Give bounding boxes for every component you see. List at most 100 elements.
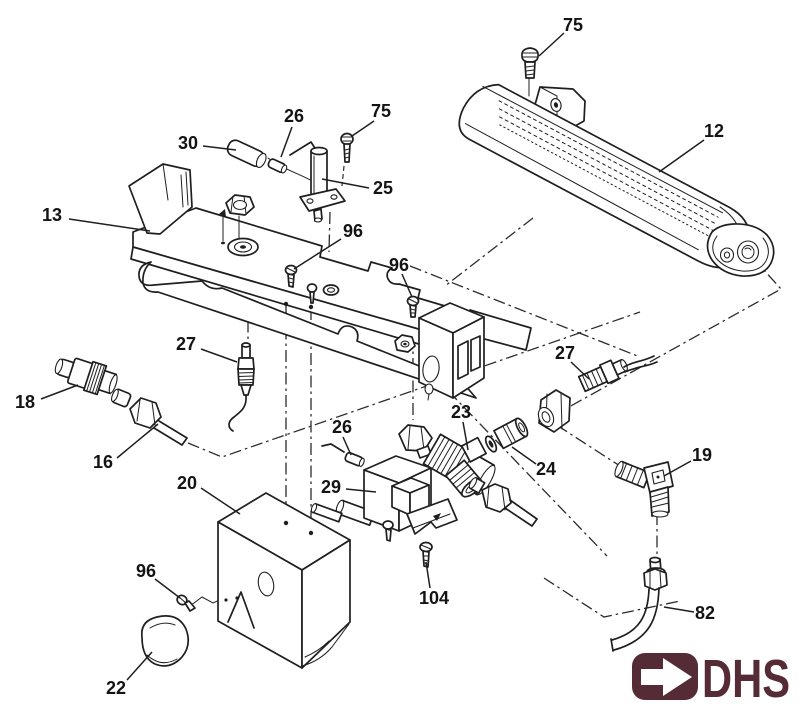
- callout-label: 75: [563, 15, 583, 35]
- part-18-fitting: [54, 357, 118, 396]
- callout-label: 27: [555, 343, 575, 363]
- callout-leader-line: [293, 238, 342, 270]
- callout-leader-line: [200, 348, 238, 363]
- part-callout-22: 22: [106, 651, 153, 698]
- part-callout-75: 75: [538, 15, 583, 57]
- callout-label: 18: [15, 392, 35, 412]
- callout-leader-line: [351, 120, 375, 137]
- part-25-igniter: [289, 141, 346, 223]
- callout-leader-line: [126, 651, 153, 681]
- callout-leader-line: [658, 139, 705, 173]
- part-callout-30: 30: [178, 133, 237, 153]
- part-callout-96: 96: [389, 255, 413, 298]
- part-26-pin-valve: [321, 443, 365, 467]
- callout-leader-line: [663, 460, 692, 477]
- screw-96-right: [406, 295, 420, 318]
- valve-outlet-fitting: [468, 476, 538, 527]
- callout-leader-line: [538, 32, 565, 57]
- callout-label: 20: [177, 473, 197, 493]
- part-callout-18: 18: [15, 384, 79, 412]
- valve-hex-fitting: [398, 424, 433, 459]
- screw-small-mid: [306, 283, 318, 304]
- part-12-burner-tube: [458, 47, 775, 277]
- callout-leader-line: [511, 446, 537, 465]
- part-callout-26: 26: [332, 417, 352, 456]
- callout-leader-line: [425, 561, 431, 589]
- bracket-lip-nut: [394, 334, 416, 353]
- callout-label: 23: [451, 402, 471, 422]
- dhs-logo-text: DHS: [702, 649, 790, 709]
- part-24-fitting: [484, 417, 529, 453]
- callout-label: 82: [695, 603, 715, 623]
- screw-75-igniter: [340, 132, 354, 163]
- callout-leader-line: [200, 487, 241, 515]
- part-callout-75: 75: [351, 101, 391, 137]
- part-callout-24: 24: [511, 446, 556, 479]
- callout-leader-line: [40, 384, 79, 400]
- callout-leader-line: [68, 218, 151, 232]
- part-callout-82: 82: [663, 603, 715, 623]
- screw-96-left: [284, 264, 298, 288]
- callout-label: 25: [373, 178, 393, 198]
- callout-leader-line: [663, 606, 695, 613]
- part-27-sensor-left: [228, 342, 255, 432]
- callout-label: 27: [176, 334, 196, 354]
- callout-leader-line: [462, 421, 469, 451]
- screw-96-bottom: [176, 594, 196, 612]
- part-callout-19: 19: [663, 445, 712, 477]
- screw-valve-front: [382, 520, 394, 542]
- part-27-sensor-right: [577, 355, 658, 393]
- part-callout-23: 23: [451, 402, 471, 451]
- callout-leader-line: [202, 145, 237, 151]
- bracket-flag-pin: [219, 209, 226, 245]
- part-22-knob: [140, 615, 190, 667]
- screw-104: [419, 541, 433, 568]
- callout-leader-line: [342, 436, 352, 456]
- part-82-tube: [610, 556, 668, 652]
- screw-75-top: [521, 47, 539, 79]
- bracket-hex-nut: [225, 194, 255, 241]
- part-29-solenoid: [310, 455, 458, 542]
- valve-cap-nut: [537, 389, 571, 433]
- part-callout-104: 104: [419, 561, 449, 608]
- callout-label: 13: [42, 205, 62, 225]
- solenoid-mount-plate: [406, 498, 458, 535]
- callout-label: 16: [93, 452, 113, 472]
- part-16-tube: [111, 388, 188, 446]
- callout-leader-line: [154, 578, 181, 599]
- part-callout-96: 96: [293, 221, 363, 270]
- callout-label: 26: [332, 417, 352, 437]
- callout-label: 29: [321, 477, 341, 497]
- part-callout-16: 16: [93, 423, 159, 472]
- callout-label: 75: [371, 101, 391, 121]
- part-callout-20: 20: [177, 473, 241, 515]
- callout-label: 96: [343, 221, 363, 241]
- part-20-control-box: [217, 492, 351, 669]
- callout-label: 19: [692, 445, 712, 465]
- part-callout-25: 25: [321, 178, 393, 198]
- callout-leader-line: [116, 423, 159, 459]
- burner-end-face: [706, 223, 775, 277]
- callout-leader-line: [570, 361, 590, 380]
- part-callout-27: 27: [555, 343, 590, 380]
- dhs-logo: DHS: [632, 649, 790, 709]
- callout-label: 24: [536, 459, 556, 479]
- part-19-elbow: [614, 460, 674, 518]
- callout-label: 96: [389, 255, 409, 275]
- part-26-pin-top: [267, 158, 288, 174]
- part-callout-29: 29: [321, 477, 377, 497]
- callout-label: 12: [704, 121, 724, 141]
- callout-label: 26: [284, 106, 304, 126]
- part-callout-26: 26: [280, 106, 304, 158]
- callout-leader-line: [345, 488, 377, 493]
- part-callout-96: 96: [136, 561, 181, 599]
- callout-label: 22: [106, 678, 126, 698]
- callout-label: 96: [136, 561, 156, 581]
- part-callout-13: 13: [42, 205, 151, 232]
- part-callout-12: 12: [658, 121, 724, 173]
- callout-label: 104: [419, 588, 449, 608]
- callout-leader-line: [280, 126, 293, 158]
- callout-leader-line: [321, 178, 370, 189]
